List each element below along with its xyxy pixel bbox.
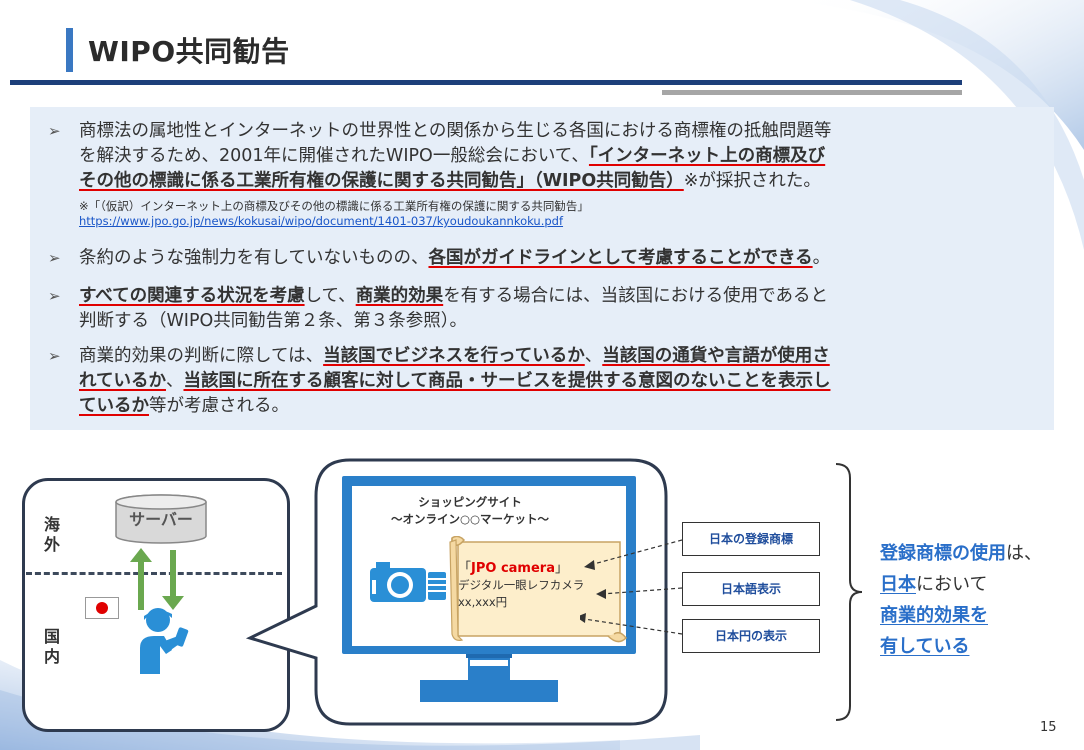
bullet-4-a: 商業的効果の判断に際しては、 <box>79 346 324 366</box>
summary-box <box>30 107 1054 430</box>
bullet-4-emphasis-e: ているか <box>79 396 149 416</box>
bullet-2-a: 条約のような強制力を有していないものの、 <box>79 248 429 268</box>
title-rule <box>10 80 962 85</box>
tag-registered-trademark: 日本の登録商標 <box>682 522 820 556</box>
server-label: サーバー <box>129 510 193 529</box>
bullet-1-emphasis-a: 「インターネット上の商標及び <box>588 146 826 166</box>
bullet-1-line2: を解決するため、2001年に開催されたWIPO一般総会において、 <box>79 146 589 166</box>
domestic-char-1: 国 <box>44 627 61 646</box>
curly-brace-icon <box>835 463 863 721</box>
page-title: WIPO共同勧告 <box>88 35 290 68</box>
conclusion-l3: 商業的効果を <box>880 605 988 626</box>
bullet-3-text: すべての関連する状況を考慮して、商業的効果を有する場合には、当該国における使用で… <box>79 284 1044 334</box>
conclusion-l1a: 登録商標の使用 <box>880 543 1006 564</box>
title-accent-bar <box>66 28 73 72</box>
domestic-label: 国 内 <box>44 627 60 667</box>
product-price: xx,xxx円 <box>458 595 508 609</box>
conclusion-l2b: において <box>916 574 988 595</box>
overseas-label: 海 外 <box>44 515 60 555</box>
data-exchange-arrows <box>130 548 184 610</box>
bullet-marker: ➢ <box>48 287 61 305</box>
conclusion-l4: 有している <box>880 636 970 657</box>
page-number: 15 <box>1040 720 1057 735</box>
product-scroll <box>449 536 627 643</box>
bullet-1-note: ※「（仮訳）インターネット上の商標及びその他の標識に係る工業所有権の保護に関する… <box>79 199 589 229</box>
border-dashed-line <box>26 572 282 575</box>
brand-bracket-open: 「 <box>458 561 472 576</box>
title-rule-secondary <box>662 90 962 95</box>
conclusion-l2a: 日本 <box>880 574 916 595</box>
pointer-arrows <box>580 539 683 635</box>
japan-flag-icon <box>85 597 119 619</box>
tag-japanese-display: 日本語表示 <box>682 572 820 606</box>
bullet-4-emphasis-a: 当該国でビジネスを行っているか <box>323 346 585 366</box>
bullet-3-emphasis-b: 商業的効果 <box>355 286 444 306</box>
download-arrow-icon <box>162 550 184 610</box>
bullet-2-c: 。 <box>812 248 831 268</box>
bullet-4-emphasis-d: 当該国に所在する顧客に対して商品・サービスを提供する意図のないことを表示し <box>183 371 831 391</box>
bullet-3-b: して、 <box>304 286 356 306</box>
bullet-4-f: 、 <box>165 371 184 391</box>
overseas-char-1: 海 <box>44 515 61 534</box>
site-title: ショッピングサイト ～オンライン○○マーケット～ <box>340 494 600 528</box>
bullet-marker: ➢ <box>48 347 61 365</box>
product-description: デジタル一眼レフカメラ <box>458 578 585 592</box>
note-text: ※「（仮訳）インターネット上の商標及びその他の標識に係る工業所有権の保護に関する… <box>79 199 589 213</box>
site-title-line2: ～オンライン○○マーケット～ <box>390 512 550 526</box>
overseas-char-2: 外 <box>44 535 61 554</box>
bullet-4-emphasis-b: 当該国の通貨や言語が使用さ <box>602 346 830 366</box>
bullet-2-emphasis: 各国がガイドラインとして考慮することができる <box>428 248 813 268</box>
bullet-marker: ➢ <box>48 249 61 267</box>
bullet-4-i: 等が考慮される。 <box>149 396 289 416</box>
brand-bracket-close: 」 <box>554 561 568 576</box>
user-with-phone-icon <box>140 608 189 674</box>
bullet-marker: ➢ <box>48 122 61 140</box>
product-info: 「JPO camera」 デジタル一眼レフカメラ xx,xxx円 <box>458 561 584 611</box>
bullet-3-d: を有する場合には、当該国における使用であると <box>443 286 829 306</box>
bullet-2-text: 条約のような強制力を有していないものの、各国がガイドラインとして考慮することがで… <box>79 246 1044 271</box>
bullet-1-line3-tail: ※が採択された。 <box>683 171 821 191</box>
bullet-3-line2: 判断する（WIPO共同勧告第２条、第３条参照）。 <box>79 311 468 331</box>
conclusion-l1b: は、 <box>1006 543 1042 564</box>
product-brand: JPO camera <box>471 561 555 576</box>
tag-yen-display: 日本円の表示 <box>682 619 820 653</box>
camera-icon <box>370 562 446 602</box>
conclusion-text: 登録商標の使用は、 日本において 商業的効果を 有している <box>880 538 1042 662</box>
bullet-1-text: 商標法の属地性とインターネットの世界性との関係から生じる各国における商標権の抵触… <box>79 119 1044 194</box>
bullet-4-text: 商業的効果の判断に際しては、当該国でビジネスを行っているか、当該国の通貨や言語が… <box>79 344 1044 419</box>
bullet-4-emphasis-c: れているか <box>79 371 166 391</box>
bullet-1-line1: 商標法の属地性とインターネットの世界性との関係から生じる各国における商標権の抵触… <box>79 121 832 141</box>
reference-link[interactable]: https://www.jpo.go.jp/news/kokusai/wipo/… <box>79 214 564 228</box>
upload-arrow-icon <box>130 548 152 610</box>
domestic-char-2: 内 <box>44 647 61 666</box>
bullet-3-emphasis-a: すべての関連する状況を考慮 <box>79 286 305 306</box>
bullet-4-c: 、 <box>584 346 603 366</box>
bullet-1-emphasis-b: その他の標識に係る工業所有権の保護に関する共同勧告」（WIPO共同勧告） <box>79 171 684 191</box>
site-title-line1: ショッピングサイト <box>418 495 522 509</box>
server-icon <box>115 494 207 544</box>
